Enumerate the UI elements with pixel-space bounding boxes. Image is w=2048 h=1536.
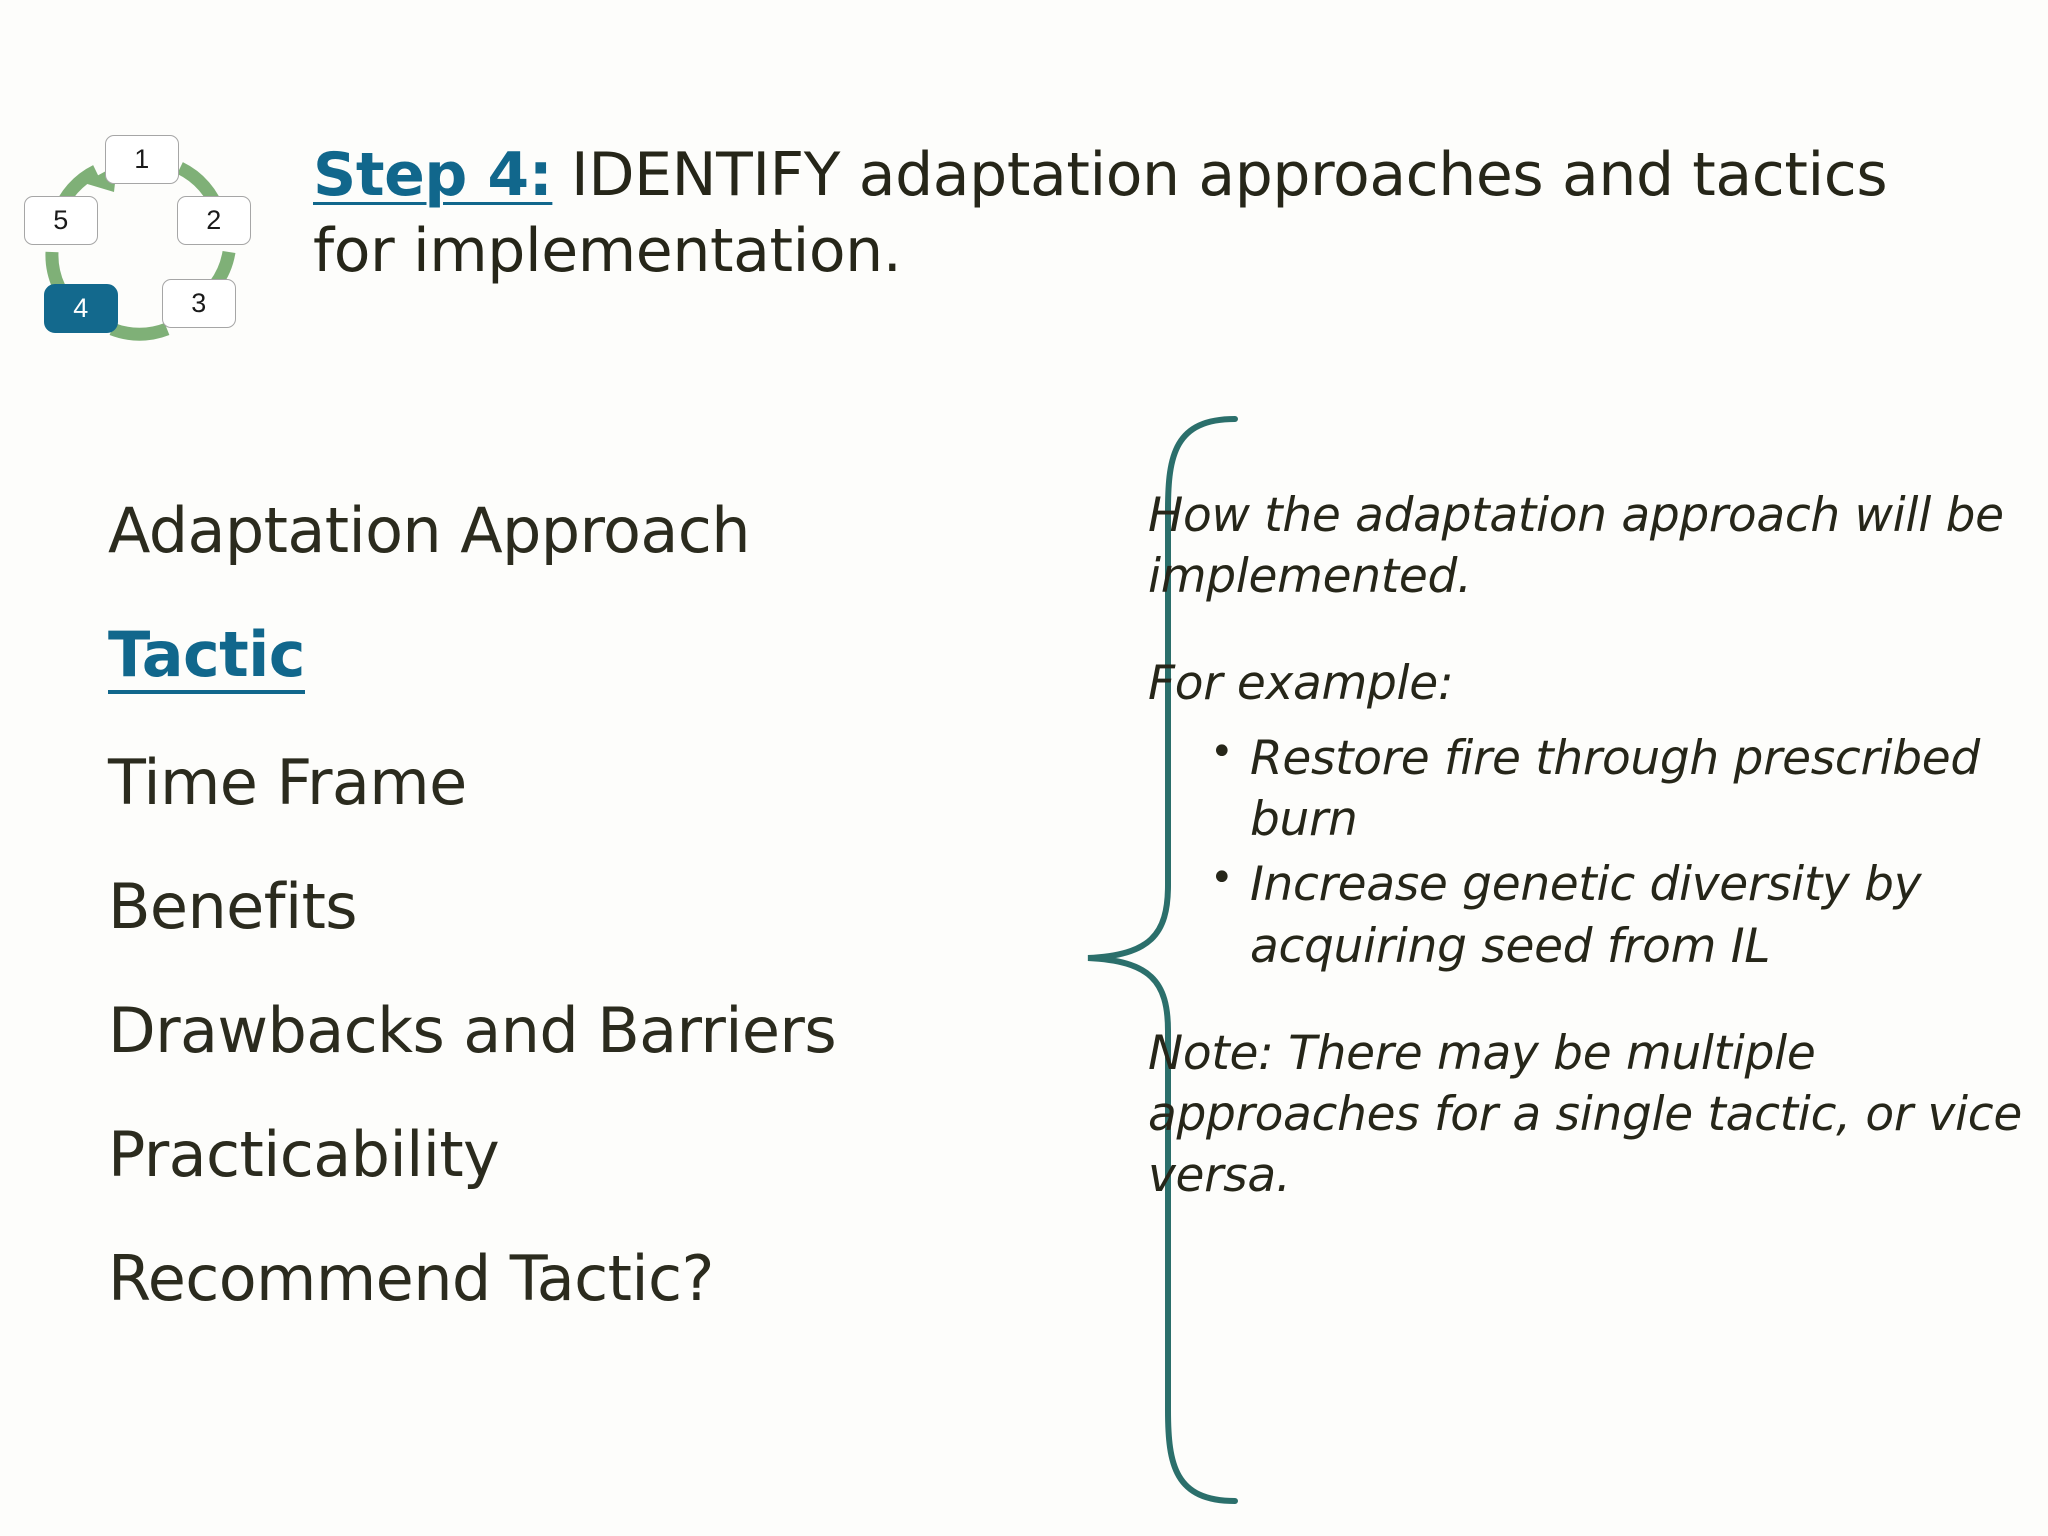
list-item-practicability: Practicability <box>108 1118 500 1191</box>
cycle-node-5-label: 5 <box>53 205 69 235</box>
slide-title: Step 4: IDENTIFY adaptation approaches a… <box>313 138 1913 289</box>
cycle-node-2[interactable]: 2 <box>177 196 251 245</box>
five-step-cycle-diagram: 1 2 3 4 5 <box>22 135 292 348</box>
cycle-node-3[interactable]: 3 <box>162 279 236 328</box>
explanation-note: Note: There may be multiple approaches f… <box>1148 1025 2022 1203</box>
list-item-benefits: Benefits <box>108 870 358 943</box>
list-item: Increase genetic diversity by acquiring … <box>1210 852 2038 976</box>
list-item-adaptation-approach: Adaptation Approach <box>108 494 751 567</box>
list-item-recommend-tactic: Recommend Tactic? <box>108 1242 714 1315</box>
cycle-node-4-active[interactable]: 4 <box>44 284 118 333</box>
curly-brace-icon <box>1087 416 1238 1504</box>
example-bullet-list: Restore fire through prescribed burn Inc… <box>1148 726 2038 976</box>
step-number-label: Step 4: <box>313 140 553 210</box>
list-item-drawbacks-and-barriers: Drawbacks and Barriers <box>108 994 837 1067</box>
cycle-node-4-label: 4 <box>73 293 89 323</box>
list-item: Restore fire through prescribed burn <box>1210 726 2038 850</box>
cycle-node-2-label: 2 <box>206 205 222 235</box>
example-heading: For example: <box>1148 656 1454 712</box>
explanation-intro: How the adaptation approach will be impl… <box>1148 488 2004 605</box>
cycle-node-1[interactable]: 1 <box>105 135 179 184</box>
worksheet-field-list: Adaptation Approach Tactic Time Frame Be… <box>108 500 988 1372</box>
list-item-time-frame: Time Frame <box>108 746 467 819</box>
cycle-node-5[interactable]: 5 <box>24 196 98 245</box>
cycle-node-1-label: 1 <box>134 144 150 174</box>
list-item-tactic: Tactic <box>108 624 306 694</box>
explanation-panel: How the adaptation approach will be impl… <box>1148 485 2038 1252</box>
cycle-node-3-label: 3 <box>191 288 207 318</box>
slide-title-rest: IDENTIFY adaptation approaches and tacti… <box>313 140 1888 286</box>
list-item-tactic-wrapper: Tactic <box>108 624 988 752</box>
